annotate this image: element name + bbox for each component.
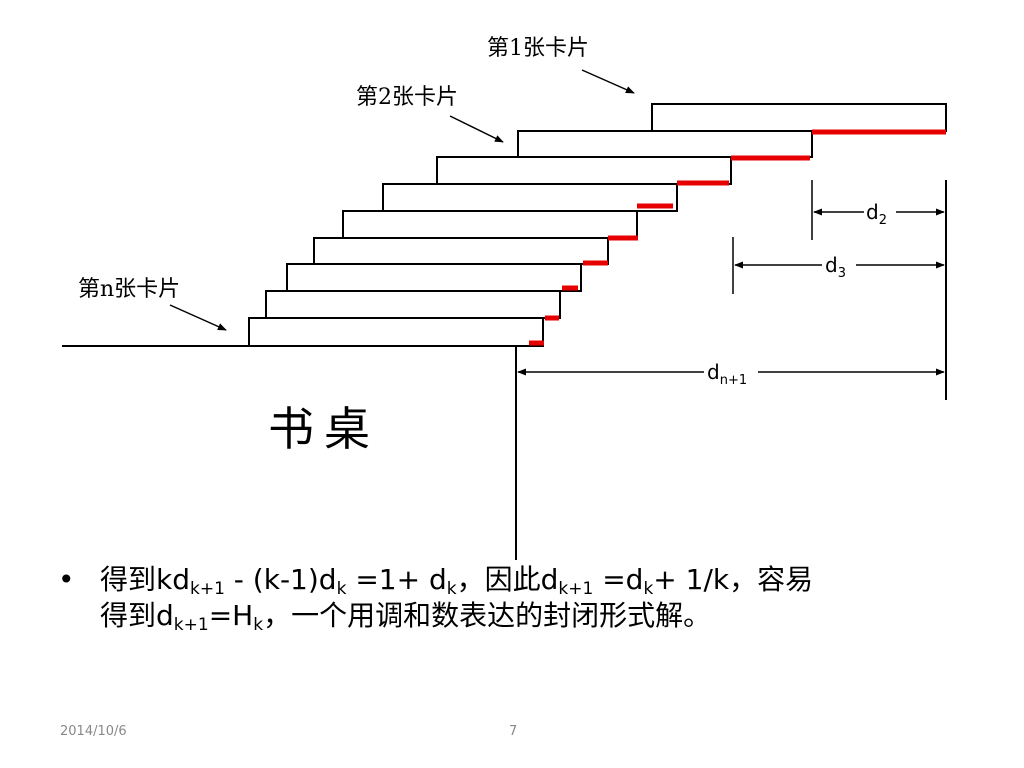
label-card-n: 第n张卡片 — [78, 277, 180, 302]
label-dn1: dn+1 — [707, 360, 747, 388]
card-5 — [342, 210, 638, 239]
footer-date: 2014/10/6 — [60, 724, 127, 739]
overhang-markers — [529, 129, 946, 346]
label-d2: d2 — [866, 200, 887, 228]
bullet-item: • 得到kdk+1 - (k-1)dk =1+ dk，因此dk+1 =dk+ 1… — [58, 562, 958, 634]
card-labels: 第1张卡片 第2张卡片 第n张卡片 — [78, 36, 635, 331]
card-n — [248, 317, 544, 347]
bullet-line-2: 得到dk+1=Hk，一个用调和数表达的封闭形式解。 — [100, 599, 712, 635]
card-8 — [265, 290, 561, 319]
label-card-2: 第2张卡片 — [356, 85, 458, 110]
label-d3: d3 — [825, 253, 846, 281]
pointer-card-1 — [581, 69, 635, 94]
card-3 — [436, 156, 732, 185]
label-card-1: 第1张卡片 — [487, 36, 589, 61]
card-4 — [382, 183, 678, 212]
card-7 — [286, 263, 582, 292]
card-2 — [517, 130, 813, 158]
card-stack — [248, 103, 947, 347]
dimension-lines: d2 d3 dn+1 — [517, 180, 947, 400]
desk-label: 书桌 — [268, 402, 380, 456]
card-stacking-diagram: 第1张卡片 第2张卡片 第n张卡片 书桌 d2 d3 dn+1 — [62, 36, 947, 560]
card-6 — [313, 237, 609, 265]
bullet-dot: • — [58, 563, 75, 596]
bullet-text: 得到kdk+1 - (k-1)dk =1+ dk，因此dk+1 =dk+ 1/k… — [100, 562, 958, 634]
pointer-card-2 — [449, 115, 504, 143]
footer-page-number: 7 — [509, 724, 518, 739]
pointer-card-n — [169, 304, 227, 331]
card-1 — [651, 103, 947, 132]
bullet-line-1: 得到kdk+1 - (k-1)dk =1+ dk，因此dk+1 =dk+ 1/k… — [100, 563, 814, 599]
